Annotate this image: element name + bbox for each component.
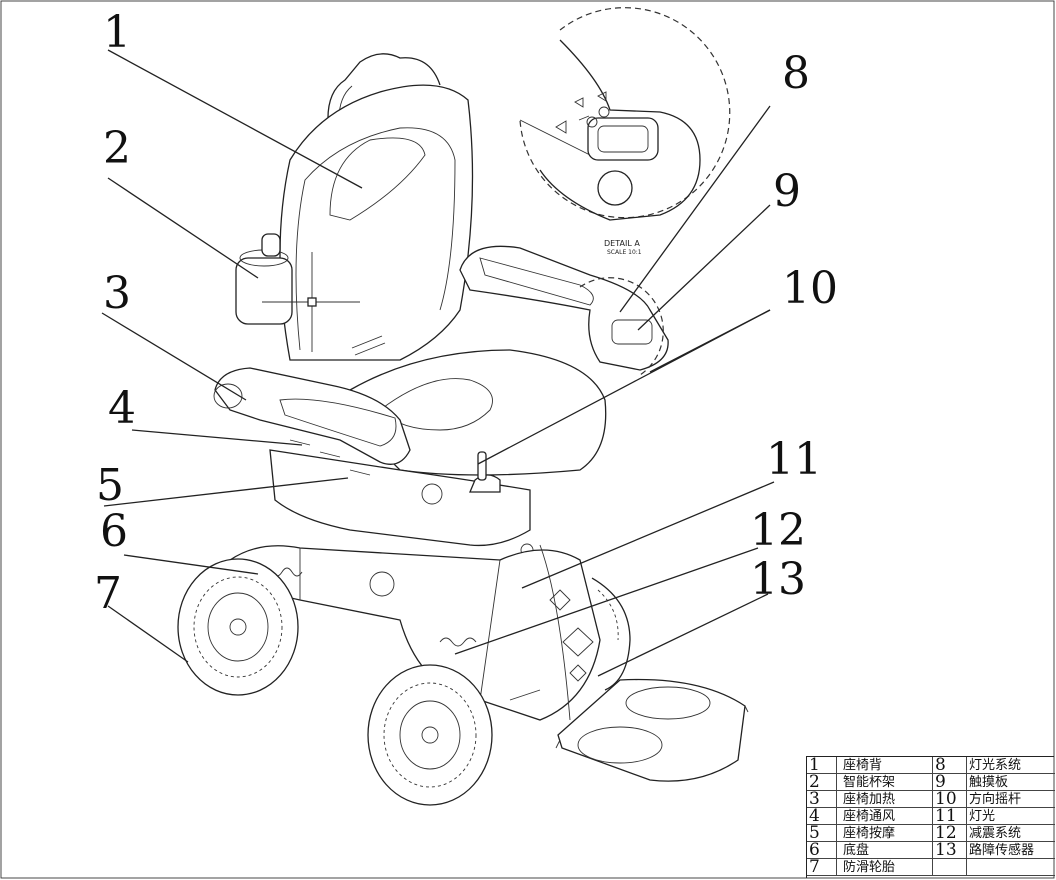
legend-number: 2: [807, 774, 837, 791]
callout-3: 3: [103, 268, 131, 319]
legend-number: 9: [933, 774, 967, 791]
legend-part-name: 底盘: [837, 842, 933, 859]
seat-base: [269, 449, 531, 547]
detail-touchpad: [587, 117, 659, 161]
legend-part-name: 座椅背: [837, 757, 933, 774]
detail-scale: SCALE 10:1: [607, 249, 642, 256]
detail-light-port: [597, 170, 633, 206]
footrest: [557, 678, 746, 782]
legend-part-name: 座椅按摩: [837, 825, 933, 842]
seat-back-mesh: [329, 137, 426, 221]
detail-a-marker: [579, 277, 664, 376]
legend-number: 7: [807, 859, 837, 876]
callout-12: 12: [750, 505, 806, 556]
legend-number: [933, 859, 967, 876]
legend-part-name: [967, 859, 1055, 876]
seat-buttons: [289, 439, 371, 476]
detail-title: DETAIL A: [604, 239, 640, 248]
callout-10: 10: [782, 263, 838, 314]
callout-7: 7: [94, 568, 122, 619]
leader-lines: [101, 49, 775, 677]
callout-11: 11: [766, 434, 822, 485]
callout-6: 6: [100, 506, 128, 557]
legend-number: 5: [807, 825, 837, 842]
rear-left-wheel: [177, 558, 299, 696]
legend-number: 11: [933, 808, 967, 825]
legend-number: 1: [807, 757, 837, 774]
legend-number: 3: [807, 791, 837, 808]
front-spring: [439, 637, 477, 647]
callout-5: 5: [96, 460, 124, 511]
legend-number: 8: [933, 757, 967, 774]
legend-part-name: 路障传感器: [969, 843, 1035, 858]
seat-cushion: [349, 349, 607, 476]
rear-right-wheel: [591, 577, 631, 691]
wheelchair-body: [177, 53, 749, 806]
callout-13: 13: [750, 554, 806, 605]
callout-1: 1: [103, 7, 131, 58]
legend-part-name: 防滑轮胎: [837, 859, 933, 876]
legend-part-name: 灯光: [969, 809, 996, 824]
callout-2: 2: [103, 123, 131, 174]
headrest: [327, 53, 441, 141]
legend-number: 12: [933, 825, 967, 842]
right-armrest: [459, 245, 669, 371]
callout-9: 9: [773, 166, 801, 217]
legend-part-name: 座椅通风: [837, 808, 933, 825]
legend-part-name: 减震系统: [969, 826, 1022, 841]
front-left-wheel: [367, 664, 493, 806]
legend-number: 10: [933, 791, 967, 808]
legend-part-name: 座椅加热: [837, 791, 933, 808]
detail-a-view: DETAIL A SCALE 10:1: [519, 7, 731, 256]
callout-4: 4: [108, 383, 136, 434]
cup-holder: [235, 257, 293, 325]
legend-number: 6: [807, 842, 837, 859]
legend-part-name: 方向摇杆: [969, 792, 1022, 807]
seat-back: [279, 84, 474, 361]
joystick: [469, 474, 501, 493]
legend-number: 13: [933, 842, 967, 859]
legend-number: 4: [807, 808, 837, 825]
legend-part-name: 触摸板: [969, 775, 1009, 790]
legend-part-name: 灯光系统: [969, 758, 1022, 773]
legend-part-name: 智能杯架: [837, 774, 933, 791]
callout-labels: 1 2 3 4 5 6 7 8 9 10 11 12 13: [94, 7, 838, 619]
callout-8: 8: [782, 48, 810, 99]
